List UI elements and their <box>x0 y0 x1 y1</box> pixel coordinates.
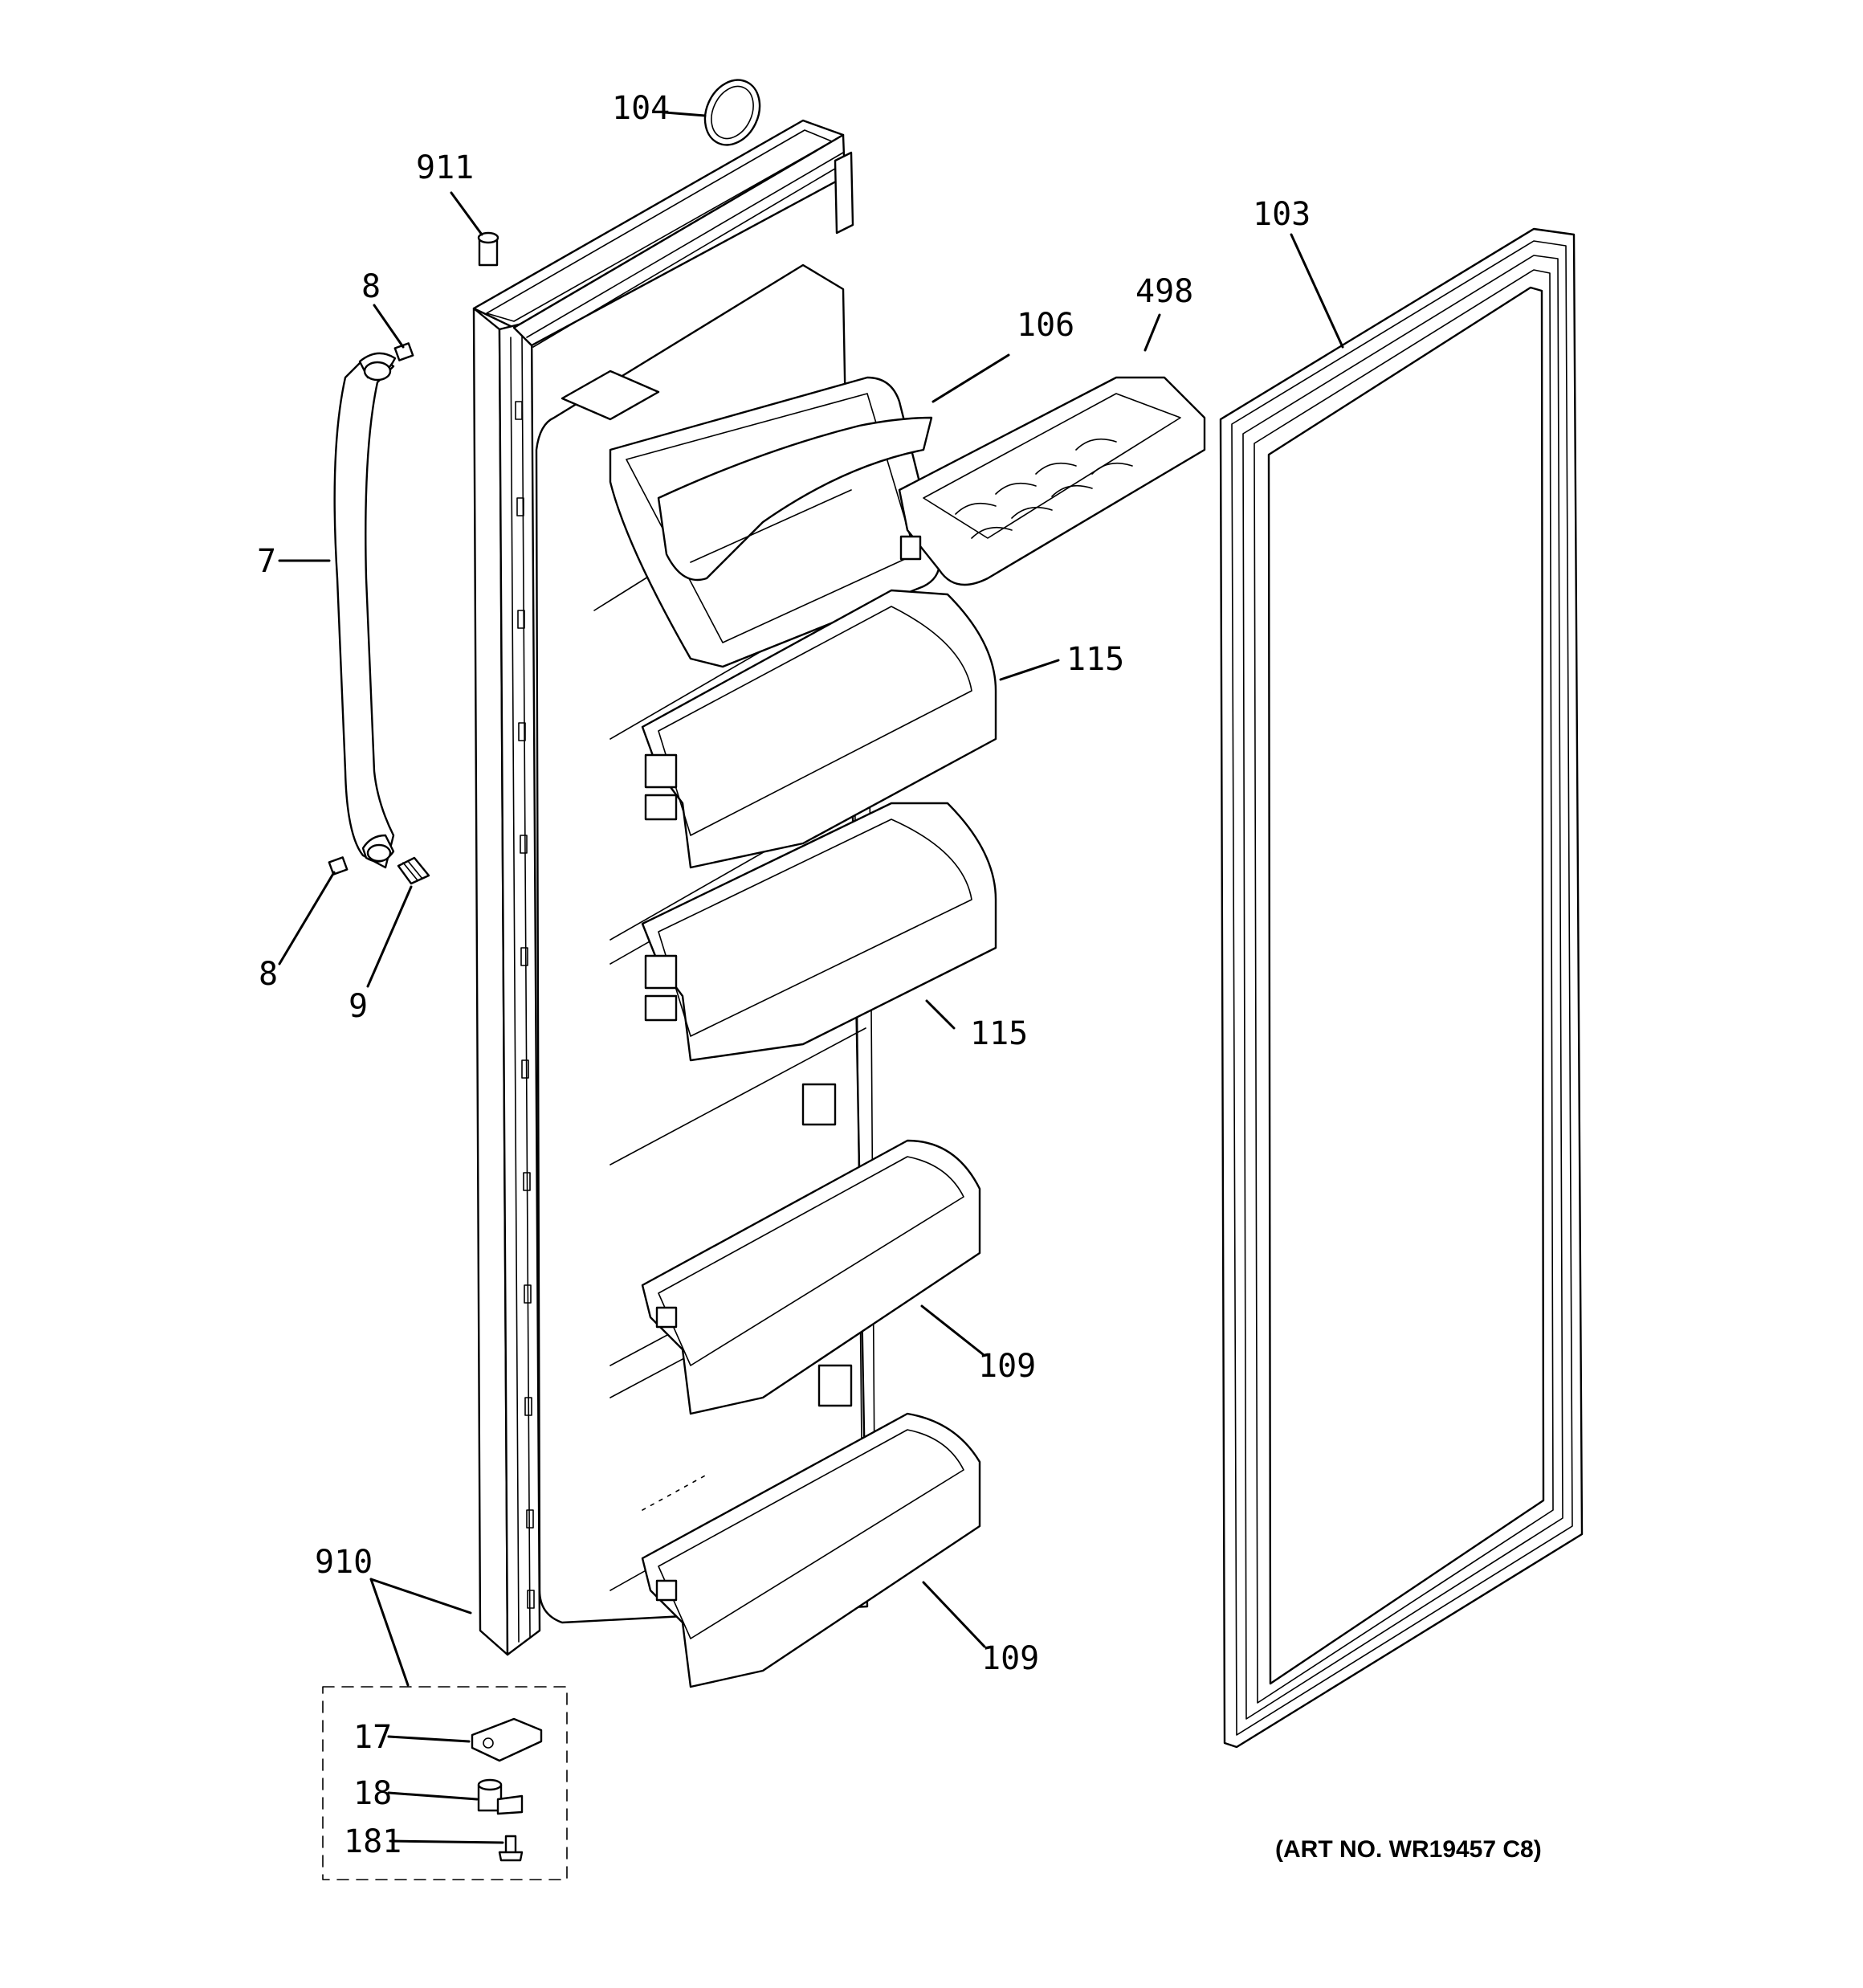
callout-9: 9 <box>349 988 368 1025</box>
part-18-hinge-pin <box>477 1778 524 1815</box>
callout-115-upper: 115 <box>1066 641 1124 678</box>
part-9-stud <box>397 856 430 885</box>
callout-109-lower: 109 <box>981 1640 1039 1677</box>
part-8-screw-top <box>393 342 414 361</box>
callout-17: 17 <box>353 1719 392 1756</box>
callout-911: 911 <box>416 149 474 186</box>
part-104-cap <box>703 79 761 146</box>
art-number-caption: (ART NO. WR19457 C8) <box>1275 1836 1542 1863</box>
callout-115-lower: 115 <box>970 1015 1028 1052</box>
part-109-upper-bin <box>641 1139 981 1415</box>
part-498-tray <box>898 376 1206 586</box>
part-103-gasket <box>1219 227 1584 1749</box>
part-910-hinge-kit <box>322 1686 568 1880</box>
part-911-plug <box>477 231 499 267</box>
callout-181: 181 <box>344 1823 402 1860</box>
part-7-handle <box>333 352 397 869</box>
callout-7: 7 <box>257 543 276 580</box>
callout-labels: 104 911 103 8 106 498 7 115 8 9 115 109 … <box>257 90 1311 1860</box>
callout-8-bottom: 8 <box>259 956 278 993</box>
part-115-upper-bin <box>641 589 997 869</box>
callout-8-top: 8 <box>361 268 381 305</box>
callout-103: 103 <box>1253 196 1311 233</box>
callout-104: 104 <box>612 90 670 127</box>
part-109-lower-bin <box>641 1412 981 1688</box>
leader-lines <box>278 111 1344 1844</box>
callout-498: 498 <box>1135 273 1193 310</box>
part-106-cover <box>609 376 941 668</box>
callout-109-upper: 109 <box>978 1348 1036 1385</box>
part-181-screw <box>498 1835 524 1862</box>
callout-106: 106 <box>1017 307 1074 344</box>
part-8-screw-bottom <box>328 856 349 876</box>
callout-18: 18 <box>353 1775 392 1812</box>
part-17-hinge-plate <box>471 1717 543 1762</box>
callout-910: 910 <box>315 1544 373 1581</box>
part-115-lower-bin <box>641 802 997 1062</box>
door-rim-studs <box>515 401 535 1609</box>
